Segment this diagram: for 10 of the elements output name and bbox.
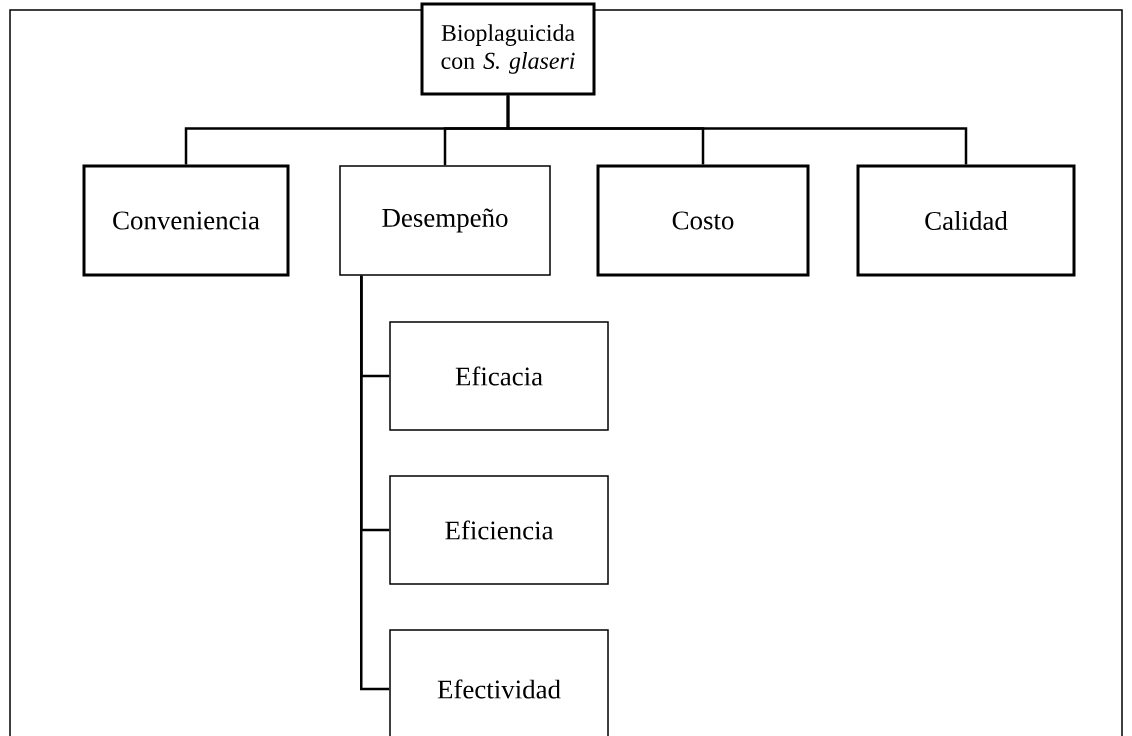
category-box: Costo — [596, 164, 810, 277]
category-box: Desempeño — [339, 165, 551, 276]
category-box: Efectividad — [389, 629, 609, 736]
connector-line — [506, 95, 968, 165]
category-box: Calidad — [856, 164, 1076, 277]
category-box: Eficacia — [389, 321, 609, 431]
connector-line — [360, 275, 390, 691]
category-box: Eficiencia — [389, 475, 609, 585]
category-box: Conveniencia — [82, 164, 290, 277]
category-box: Bioplaguicida con S. glaseri — [420, 2, 596, 96]
